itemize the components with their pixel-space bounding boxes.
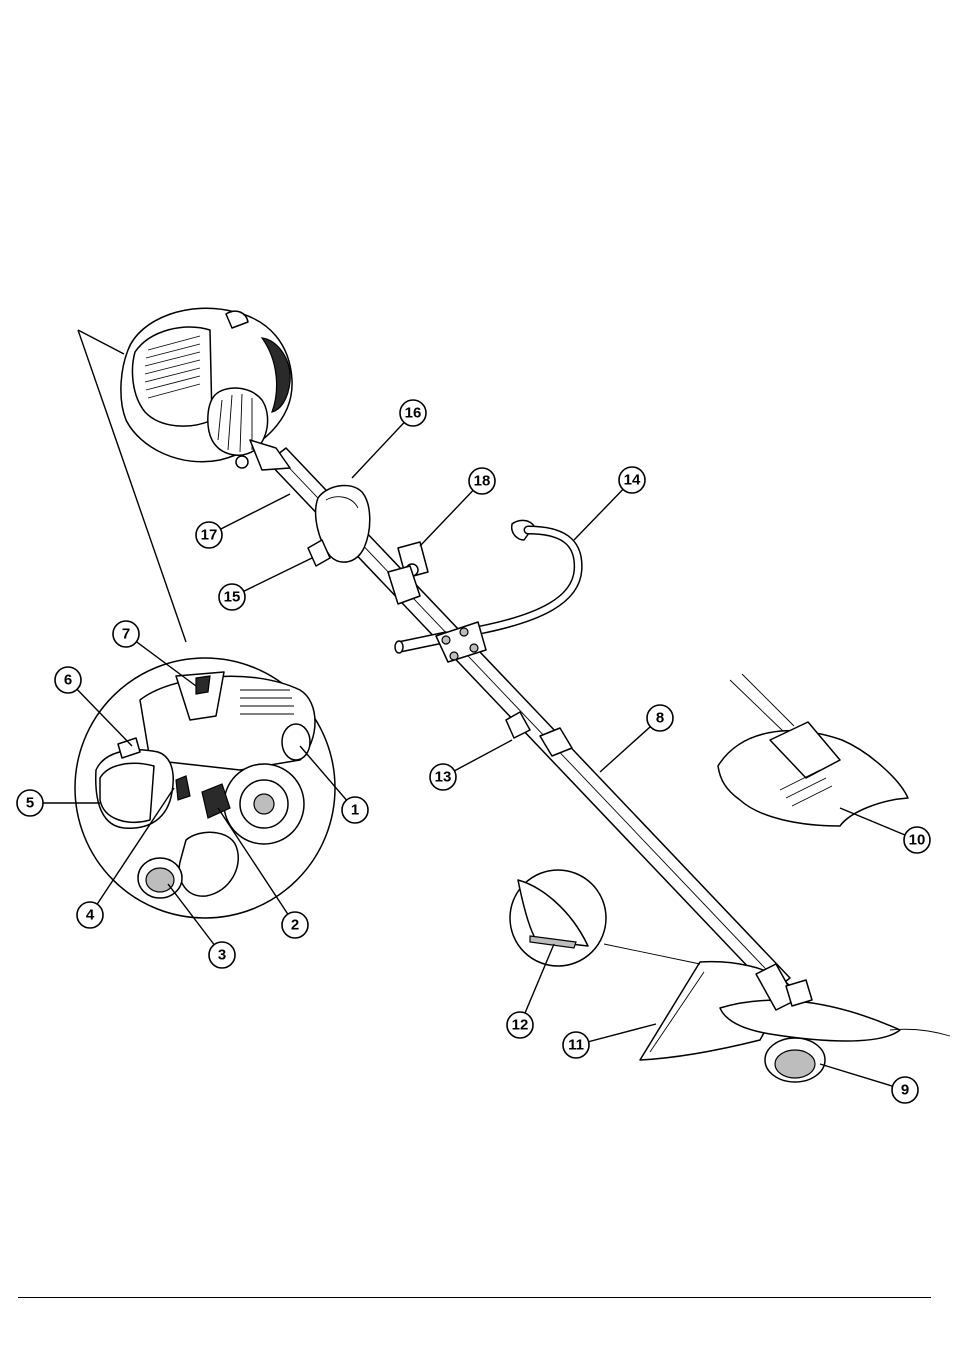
- callout-2: 2: [282, 912, 308, 938]
- callout-2-number: 2: [291, 917, 299, 934]
- engine-unit: [121, 308, 292, 470]
- callout-18-number: 18: [474, 473, 491, 490]
- callout-3-number: 3: [218, 947, 226, 964]
- callout-4: 4: [77, 902, 103, 928]
- callout-18: 18: [469, 468, 495, 494]
- callout-14: 14: [619, 467, 645, 493]
- callout-8-number: 8: [656, 710, 664, 727]
- cutting-head-assembly: [640, 962, 950, 1082]
- callout-6-number: 6: [64, 672, 72, 689]
- callout-15: 15: [219, 584, 245, 610]
- callout-7-number: 7: [122, 626, 130, 643]
- callout-1: 1: [342, 797, 368, 823]
- callout-3: 3: [209, 942, 235, 968]
- callout-9-number: 9: [901, 1082, 909, 1099]
- callout-13-number: 13: [435, 769, 452, 786]
- callout-16: 16: [400, 400, 426, 426]
- callout-9: 9: [892, 1077, 918, 1103]
- callout-17: 17: [196, 522, 222, 548]
- callout-12: 12: [507, 1012, 533, 1038]
- callout-11: 11: [563, 1032, 589, 1058]
- footer-rule: [18, 1297, 931, 1298]
- callout-5: 5: [17, 790, 43, 816]
- callout-12-number: 12: [512, 1017, 529, 1034]
- callout-5-number: 5: [26, 795, 34, 812]
- callout-7: 7: [113, 621, 139, 647]
- callout-6: 6: [55, 667, 81, 693]
- callout-13: 13: [430, 764, 456, 790]
- callout-10: 10: [904, 827, 930, 853]
- callout-11-number: 11: [568, 1037, 584, 1054]
- callout-15-number: 15: [224, 589, 241, 606]
- callout-16-number: 16: [405, 405, 422, 422]
- callout-4-number: 4: [86, 907, 95, 924]
- callout-17-number: 17: [201, 527, 218, 544]
- callout-1-number: 1: [351, 802, 359, 819]
- callout-10-number: 10: [909, 832, 926, 849]
- callout-8: 8: [647, 705, 673, 731]
- callout-14-number: 14: [624, 472, 641, 489]
- blade-inset: [718, 674, 908, 826]
